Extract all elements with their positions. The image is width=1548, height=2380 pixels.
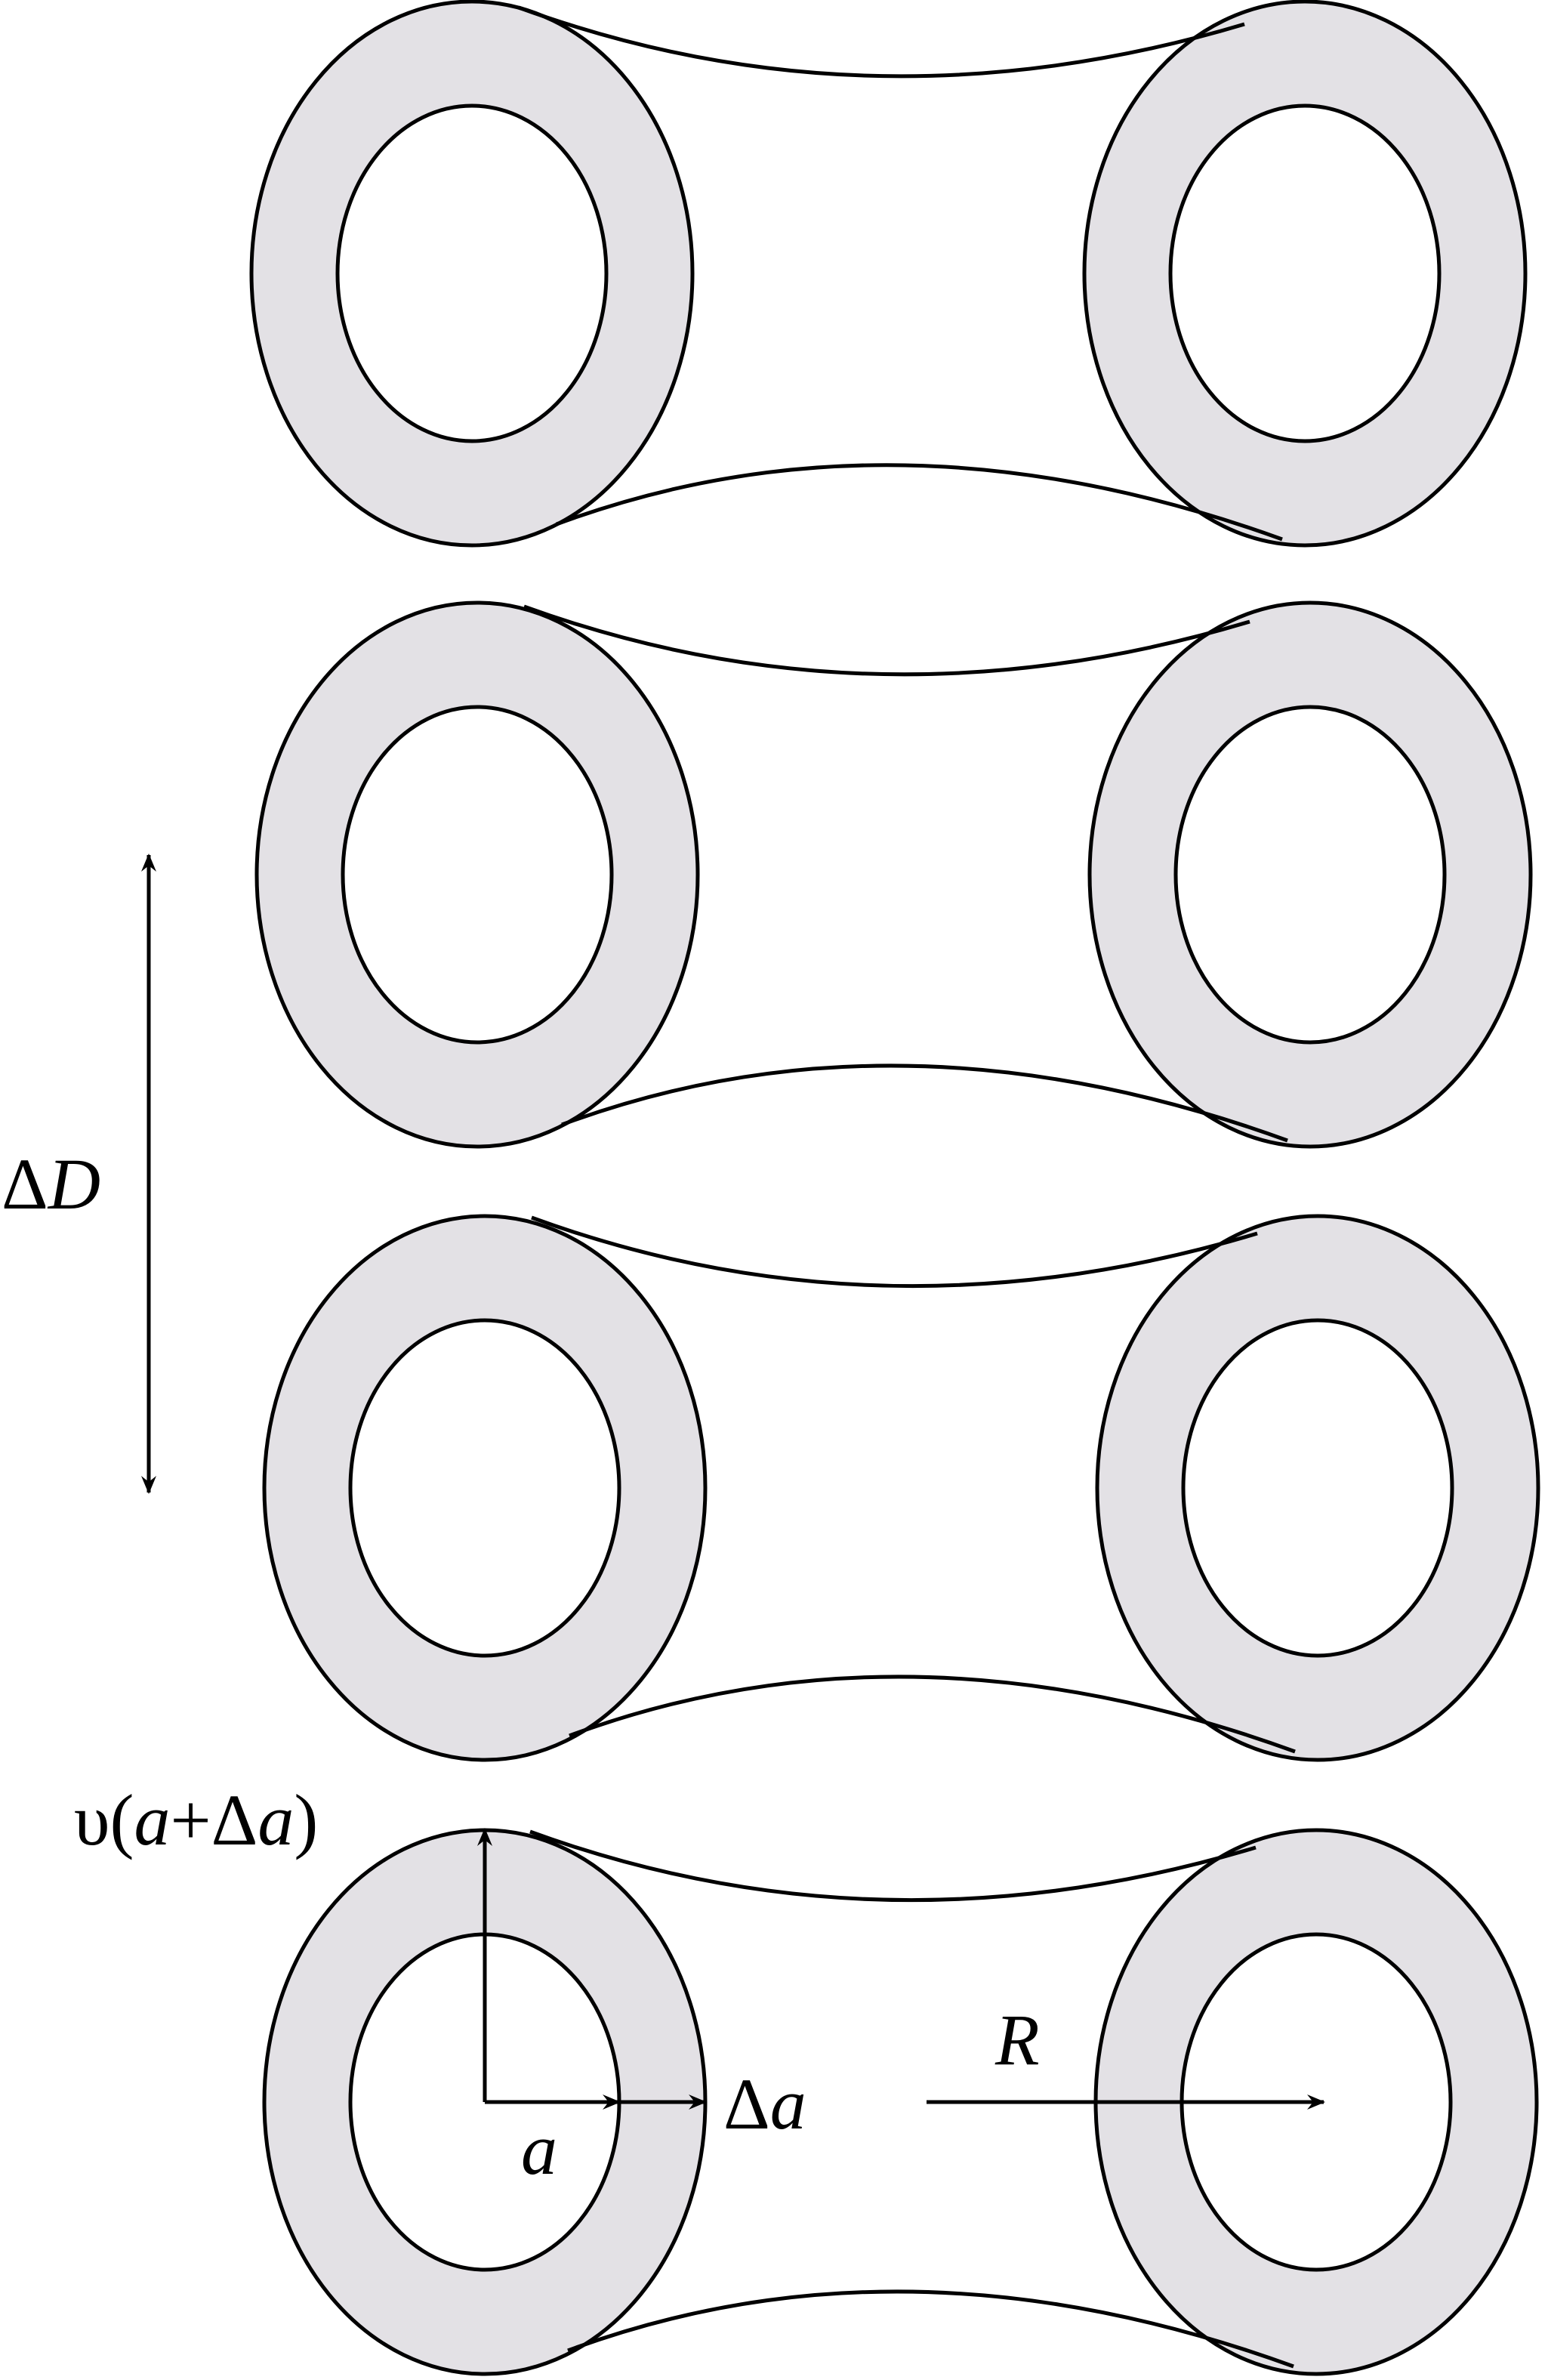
upsilon-var1: a bbox=[134, 1780, 171, 1860]
delta-a-label: Δa bbox=[723, 2064, 806, 2144]
upsilon-suffix: ) bbox=[294, 1780, 318, 1860]
delta-d-label: ΔD bbox=[2, 1144, 100, 1224]
torus-2-left-cross-section bbox=[254, 600, 700, 1149]
torus-3-left-cross-section bbox=[262, 1214, 708, 1762]
delta-a-var: a bbox=[770, 2064, 806, 2144]
upsilon-prefix: υ( bbox=[74, 1780, 134, 1860]
delta-d-prefix: Δ bbox=[2, 1144, 48, 1224]
torus-2-right-cross-section bbox=[1087, 600, 1533, 1149]
torus-2 bbox=[254, 600, 1533, 1149]
torus-4-bottom-surface bbox=[567, 2289, 1294, 2369]
a-label: a bbox=[521, 2109, 557, 2190]
delta-a-prefix: Δ bbox=[723, 2064, 770, 2144]
torus-3-bottom-surface bbox=[569, 1675, 1296, 1754]
torus-3 bbox=[262, 1214, 1540, 1762]
torus-1-bottom-surface bbox=[556, 463, 1283, 542]
torus-1-right-cross-section bbox=[1082, 0, 1528, 548]
torus-2-bottom-surface bbox=[561, 1063, 1288, 1143]
torus-3-right-cross-section bbox=[1095, 1214, 1540, 1762]
upsilon-var2: a bbox=[257, 1780, 294, 1860]
torus-1 bbox=[249, 0, 1528, 548]
torus-1-left-cross-section bbox=[249, 0, 695, 548]
delta-d-var: D bbox=[47, 1144, 100, 1224]
torus-3-top-surface bbox=[531, 1215, 1258, 1289]
r-label: R bbox=[994, 1999, 1040, 2080]
torus-1-top-surface bbox=[518, 5, 1245, 79]
torus-2-top-surface bbox=[523, 604, 1250, 677]
upsilon-label: υ(a+Δa) bbox=[74, 1780, 318, 1860]
torus-4 bbox=[262, 1828, 1539, 2376]
torus-4-top-surface bbox=[529, 1829, 1257, 1903]
upsilon-mid: +Δ bbox=[171, 1780, 258, 1860]
